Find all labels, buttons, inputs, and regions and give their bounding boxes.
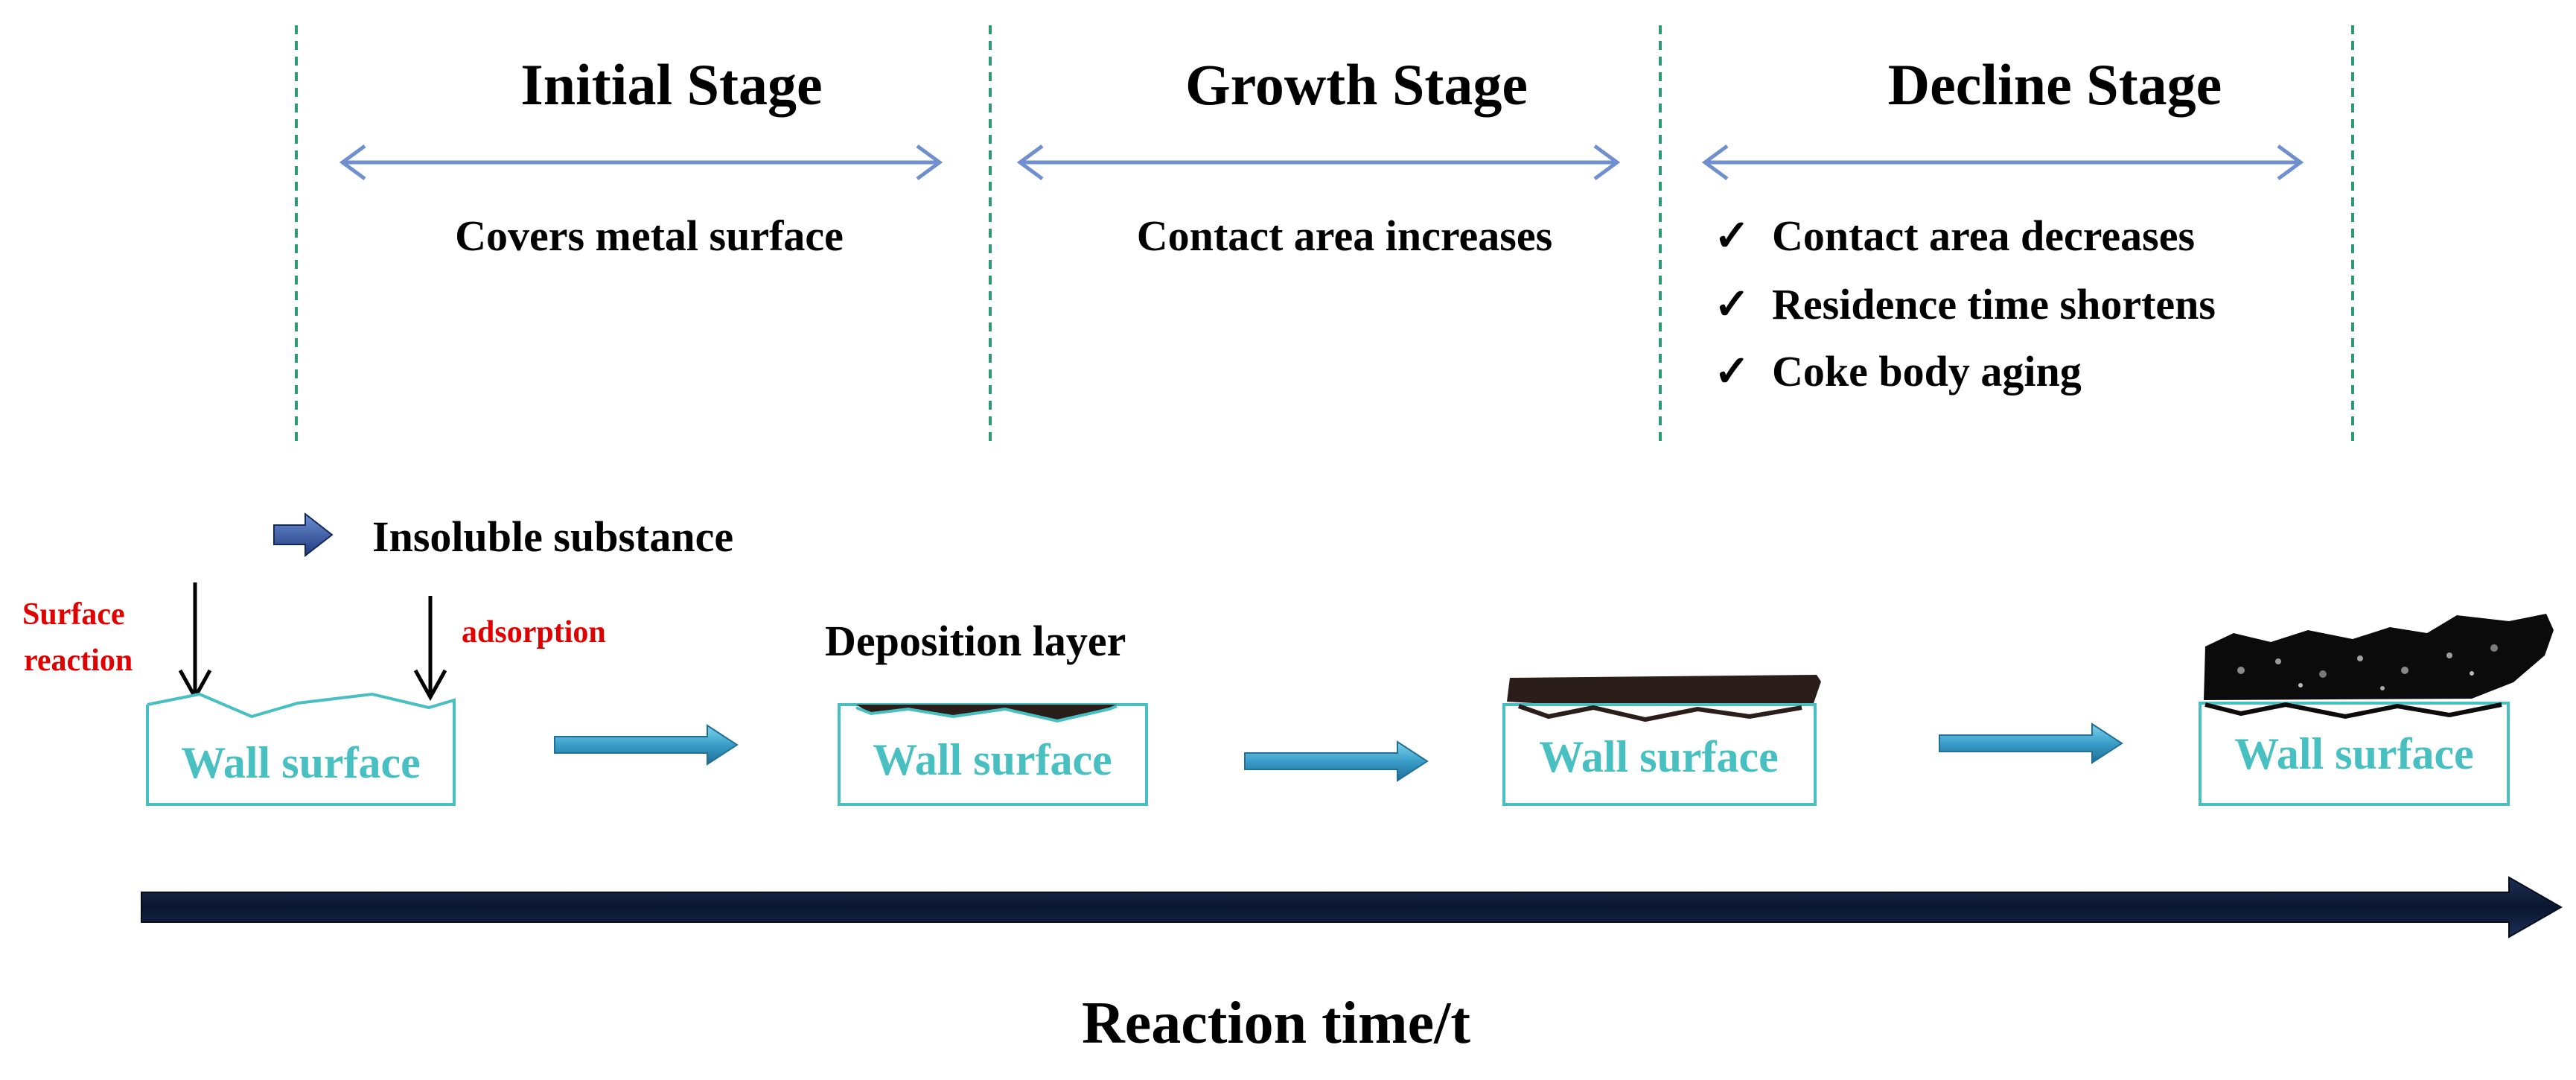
surface-reaction-label: Surface	[22, 597, 125, 632]
aged-coke-body	[2204, 614, 2554, 700]
legend: Insoluble substance	[273, 512, 733, 561]
down-arrow-icon	[178, 582, 212, 702]
wall-surface-label: Wall surface	[1539, 732, 1779, 781]
double-arrow-icon	[339, 144, 943, 181]
coke-layer	[1507, 675, 1821, 703]
time-axis-label: Reaction time/t	[1082, 991, 1470, 1056]
check-icon: ✓	[1714, 280, 1750, 328]
stage-title-initial: Initial Stage	[520, 52, 822, 117]
stage-desc-growth: Contact area increases	[1137, 212, 1552, 260]
check-icon: ✓	[1714, 347, 1750, 396]
stage-growth: Growth Stage Contact area increases	[1016, 52, 1621, 260]
flow-arrows	[554, 722, 2123, 782]
wall-surface-box: Wall surface	[146, 692, 456, 806]
right-arrow-icon	[554, 724, 739, 766]
deposition-layer	[856, 705, 1117, 721]
check-icon: ✓	[1714, 212, 1750, 260]
legend-label: Insoluble substance	[372, 512, 733, 561]
panel-decline: Wall surface	[2199, 614, 2554, 806]
wall-surface-label: Wall surface	[181, 738, 421, 787]
deposition-layer-label: Deposition layer	[825, 617, 1126, 665]
wall-surface-box: Wall surface	[838, 703, 1148, 806]
wall-surface-outline	[1518, 704, 1802, 722]
wall-surface-outline	[855, 705, 1118, 723]
wall-surface-outline	[2204, 702, 2502, 720]
double-arrow-icon	[1701, 144, 2304, 181]
panel-initial: Surface reaction adsorption Wall surface	[22, 582, 606, 806]
adsorption-label: adsorption	[462, 615, 606, 649]
stage-dividers	[295, 25, 2354, 445]
panel-deposition: Deposition layer Wall surface	[825, 617, 1148, 806]
stage-desc-decline-1: Contact area decreases	[1772, 212, 2195, 260]
surface-reaction-label: reaction	[24, 644, 133, 678]
right-arrow-icon	[1939, 722, 2123, 764]
stage-desc-decline-3: Coke body aging	[1772, 347, 2082, 396]
stage-desc-decline-2: Residence time shortens	[1772, 280, 2216, 328]
stage-title-growth: Growth Stage	[1185, 52, 1528, 117]
down-arrow-icon	[413, 596, 447, 702]
coke-texture	[2237, 644, 2498, 690]
stage-initial: Initial Stage Covers metal surface	[339, 52, 943, 260]
stage-title-decline: Decline Stage	[1888, 52, 2222, 117]
double-arrow-icon	[1016, 144, 1621, 181]
wall-surface-label: Wall surface	[873, 735, 1112, 784]
stage-decline: Decline Stage ✓ Contact area decreases ✓…	[1701, 52, 2304, 396]
wall-surface-box: Wall surface	[2199, 702, 2510, 806]
panel-growth: Wall surface	[1502, 675, 1821, 806]
wall-surface-label: Wall surface	[2234, 729, 2474, 778]
wall-surface-box: Wall surface	[1502, 703, 1817, 806]
right-arrow-icon	[273, 512, 334, 558]
wall-surface-outline	[146, 692, 456, 806]
stage-desc-initial: Covers metal surface	[455, 212, 844, 260]
right-arrow-icon	[1244, 740, 1429, 782]
long-arrow-icon	[141, 876, 2563, 938]
